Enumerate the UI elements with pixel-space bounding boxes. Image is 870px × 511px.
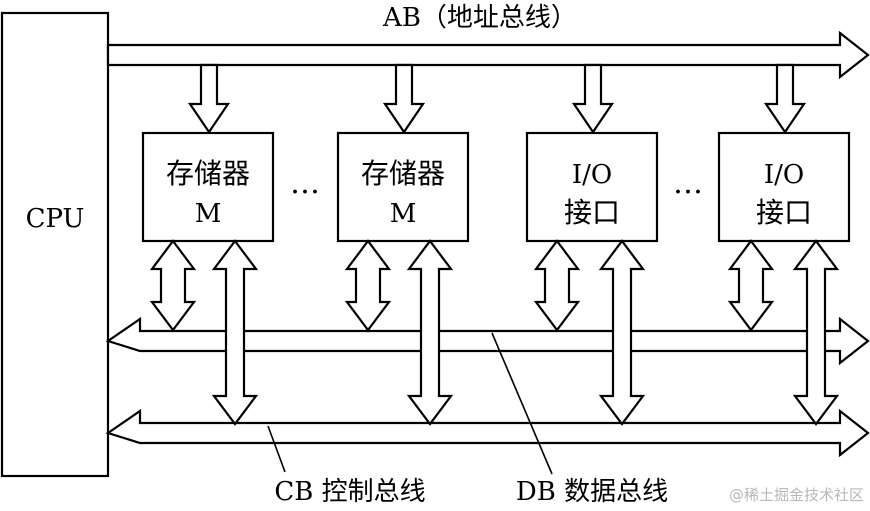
memory-module-1 bbox=[141, 131, 275, 243]
io-interface-2-line2: 接口 bbox=[756, 196, 812, 229]
address-bus-arrow bbox=[106, 30, 870, 80]
watermark: @稀土掘金技术社区 bbox=[729, 486, 864, 504]
io-interface-2 bbox=[717, 131, 851, 243]
io-interface-2-line1: I/O bbox=[764, 160, 804, 190]
memory-module-1-line2: M bbox=[195, 199, 222, 229]
db-arrow-module-1 bbox=[149, 239, 197, 332]
data-bus-label: DB 数据总线 bbox=[516, 477, 668, 507]
db-arrow-io-2 bbox=[727, 239, 775, 332]
ab-arrow-module-2 bbox=[382, 63, 426, 134]
io-interface-1-line2: 接口 bbox=[564, 196, 620, 229]
data-bus-arrow bbox=[105, 316, 870, 366]
io-interface-1-line1: I/O bbox=[572, 160, 612, 190]
control-bus-arrow bbox=[105, 408, 870, 458]
ellipsis-memory: … bbox=[290, 166, 320, 201]
db-leader-line bbox=[491, 332, 553, 475]
control-bus-label: CB 控制总线 bbox=[274, 477, 425, 507]
memory-module-2-line1: 存储器 bbox=[361, 157, 445, 190]
cb-arrow-io-1 bbox=[598, 239, 646, 426]
ab-arrow-module-3 bbox=[571, 63, 615, 134]
memory-module-1-line1: 存储器 bbox=[166, 157, 250, 190]
db-arrow-module-2 bbox=[344, 239, 392, 332]
cb-arrow-module-2 bbox=[406, 239, 454, 426]
address-bus-label: AB（地址总线） bbox=[382, 3, 577, 33]
cb-leader-line bbox=[267, 425, 286, 473]
db-arrow-io-1 bbox=[533, 239, 581, 332]
io-interface-1 bbox=[525, 131, 659, 243]
cpu-box bbox=[0, 11, 110, 478]
memory-module-2-line2: M bbox=[390, 199, 417, 229]
cb-arrow-module-1 bbox=[211, 239, 259, 426]
cpu-label: CPU bbox=[26, 204, 85, 234]
ab-arrow-module-4 bbox=[763, 63, 807, 134]
memory-module-2 bbox=[336, 131, 470, 243]
ellipsis-io: … bbox=[673, 166, 703, 201]
ab-arrow-module-1 bbox=[187, 63, 231, 134]
cb-arrow-io-2 bbox=[792, 239, 840, 426]
